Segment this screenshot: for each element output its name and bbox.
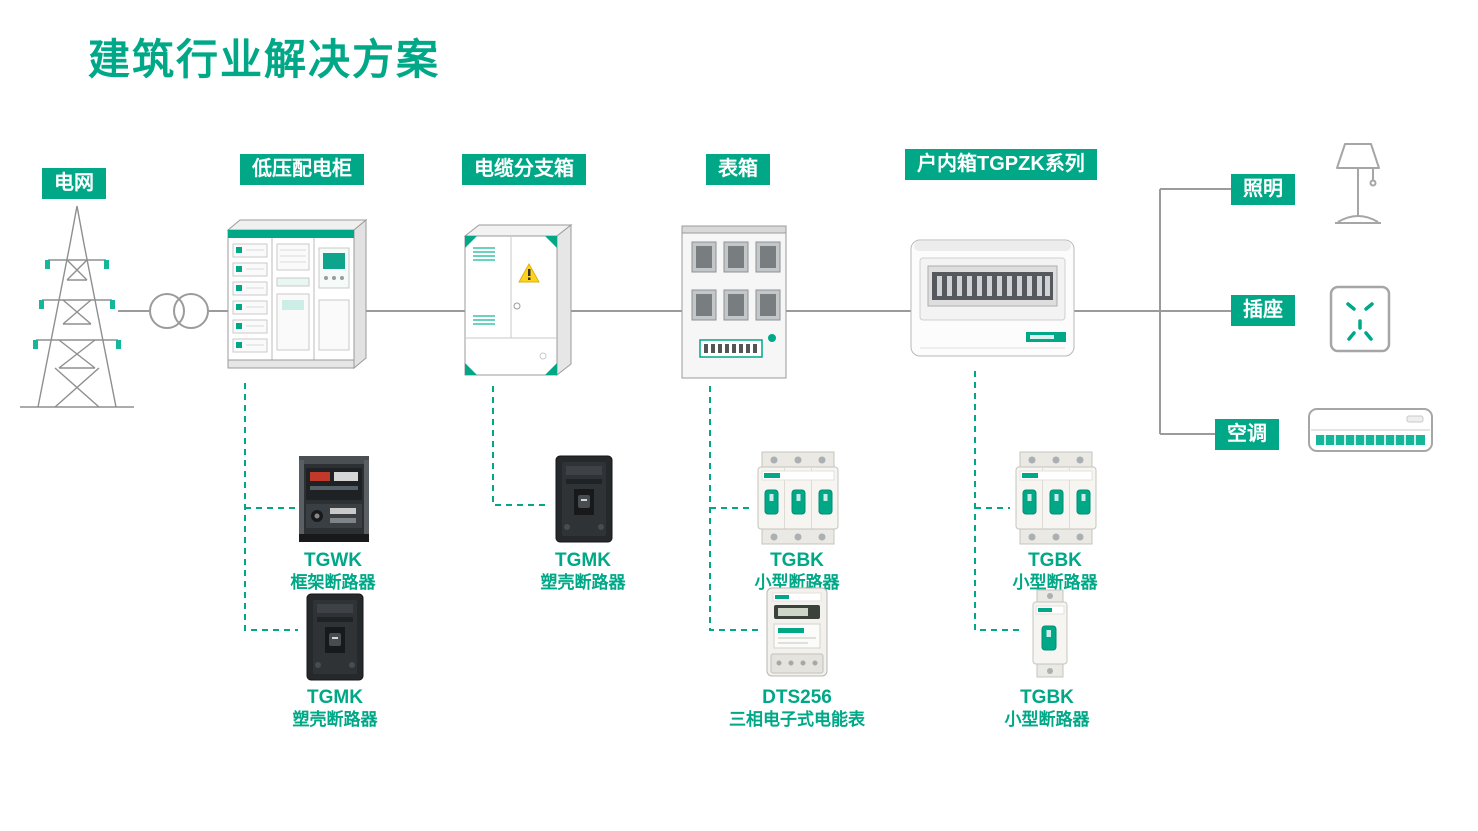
product-caption-5: DTS256 三相电子式电能表 xyxy=(697,686,897,730)
product-image-dts256-energy-meter xyxy=(763,586,831,680)
product-model: TGBK xyxy=(770,550,824,571)
transmission-tower-icon xyxy=(18,198,136,410)
meter-box-label: 表箱 xyxy=(706,154,770,185)
indoor-box-illustration xyxy=(908,226,1078,371)
product-name: 塑壳断路器 xyxy=(540,573,626,592)
meter-box-illustration xyxy=(678,218,792,386)
product-caption-1: TGWK 框架断路器 xyxy=(253,549,413,593)
product-model: TGMK xyxy=(307,687,363,708)
product-image-tgbk-mcb-3p-1 xyxy=(753,450,843,546)
product-caption-7: TGBK 小型断路器 xyxy=(967,686,1127,730)
branch-box-label: 电缆分支箱 xyxy=(462,154,586,185)
cable-branch-box-illustration xyxy=(455,216,577,386)
desk-lamp-icon xyxy=(1325,138,1397,233)
grid-label: 电网 xyxy=(42,168,106,199)
hazard-warning-icon xyxy=(518,262,540,283)
product-name: 塑壳断路器 xyxy=(292,710,378,729)
transformer-icon xyxy=(149,293,209,329)
product-image-tgmk-mccb-2 xyxy=(549,454,619,544)
product-model: TGWK xyxy=(303,550,363,571)
product-caption-6: TGBK 小型断路器 xyxy=(975,549,1135,593)
product-name: 小型断路器 xyxy=(754,573,840,592)
product-image-tgbk-mcb-3p-2 xyxy=(1011,450,1101,546)
product-image-tgbk-mcb-1p xyxy=(1020,588,1078,680)
product-name: 框架断路器 xyxy=(290,573,376,592)
load-label-aircon: 空调 xyxy=(1215,419,1279,450)
product-name: 小型断路器 xyxy=(1004,710,1090,729)
page-title: 建筑行业解决方案 xyxy=(88,36,441,83)
product-model: TGMK xyxy=(555,550,611,571)
power-socket-icon xyxy=(1328,283,1392,355)
product-model: TGBK xyxy=(1020,687,1074,708)
cabinet-label: 低压配电柜 xyxy=(240,154,364,185)
product-caption-4: TGBK 小型断路器 xyxy=(717,549,877,593)
air-conditioner-icon xyxy=(1307,407,1434,455)
load-label-socket: 插座 xyxy=(1231,295,1295,326)
indoor-box-label: 户内箱TGPZK系列 xyxy=(905,149,1097,180)
load-label-lighting: 照明 xyxy=(1231,174,1295,205)
product-model: DTS256 xyxy=(762,687,832,708)
product-image-tgwk-frame-breaker xyxy=(298,456,370,546)
product-name: 小型断路器 xyxy=(1012,573,1098,592)
distribution-cabinet-illustration xyxy=(220,208,367,383)
product-caption-3: TGMK 塑壳断路器 xyxy=(503,549,663,593)
product-image-tgmk-mccb-1 xyxy=(300,593,370,681)
product-name: 三相电子式电能表 xyxy=(729,710,865,729)
product-caption-2: TGMK 塑壳断路器 xyxy=(255,686,415,730)
product-model: TGBK xyxy=(1028,550,1082,571)
